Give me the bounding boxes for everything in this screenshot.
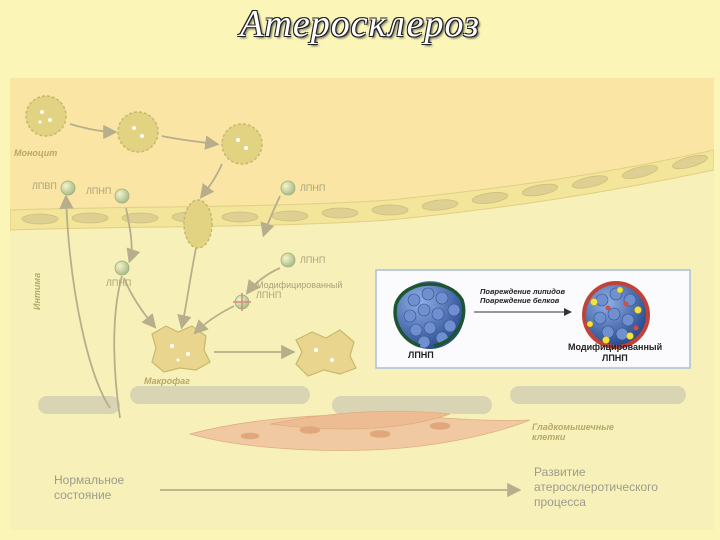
development-line2: атеросклеротического	[534, 480, 658, 494]
elastic-lamina	[38, 386, 686, 414]
intima-label: Интима	[32, 273, 42, 310]
smooth-muscle-label-line1: Гладкомышечные	[532, 422, 614, 432]
lpvp-label: ЛПВП	[32, 181, 57, 191]
monocyte-cell-1	[25, 95, 67, 137]
inset-modified-line2: ЛПНП	[602, 353, 628, 363]
process-arrows	[59, 123, 522, 498]
macrophage-label: Макрофаг	[144, 376, 190, 386]
modified-ldl-label-line1: Модифицированный	[256, 280, 342, 290]
ldl-particle-1	[114, 188, 130, 204]
page-title: Атеросклероз	[240, 3, 480, 45]
monocyte-label: Моноцит	[14, 148, 57, 158]
inset-modified-line1: Модифицированный	[568, 342, 662, 352]
normal-state-label: Нормальное состояние	[54, 473, 128, 502]
monocyte-cell-3	[221, 123, 263, 165]
normal-state-line2: состояние	[54, 488, 112, 502]
lpvp-particle	[60, 180, 76, 196]
ldl-particle-4	[280, 252, 296, 268]
native-ldl-blob	[393, 281, 466, 349]
endothelial-cells	[21, 154, 708, 225]
atherosclerosis-diagram: Моноцит ЛПВП ЛПНП ЛПНП ЛПНП ЛПНП Модифиц…	[10, 78, 714, 530]
modified-ldl-label: Модифицированный ЛПНП	[256, 280, 345, 300]
ldl-particle-2	[280, 180, 296, 196]
endothelium	[10, 149, 714, 231]
ldl-label-3: ЛПНП	[106, 278, 131, 288]
ldl-modification-inset: Повреждение липидов Повреждение белков Л…	[375, 269, 691, 369]
monocyte-transmigrating	[183, 199, 213, 249]
monocyte-cell-2	[117, 111, 159, 153]
ldl-label-1: ЛПНП	[86, 186, 111, 196]
damage-lipids-label: Повреждение липидов	[480, 287, 565, 296]
development-line1: Развитие	[534, 465, 586, 479]
damage-proteins-label: Повреждение белков	[480, 296, 560, 305]
vessel-lumen	[10, 78, 714, 210]
modified-ldl-blob	[582, 281, 650, 349]
development-line3: процесса	[534, 495, 586, 509]
inset-modified-label: Модифицированный ЛПНП	[568, 342, 665, 363]
macrophage-cell-2	[295, 329, 357, 377]
inset-ldl-label: ЛПНП	[408, 350, 434, 360]
ldl-label-4: ЛПНП	[300, 255, 325, 265]
macrophage-cell-1	[151, 325, 211, 373]
normal-state-line1: Нормальное	[54, 473, 124, 487]
modified-ldl-label-line2: ЛПНП	[256, 290, 281, 300]
smooth-muscle-label-line2: клетки	[532, 432, 566, 442]
development-label: Развитие атеросклеротического процесса	[534, 465, 661, 509]
smooth-muscle-cells	[188, 410, 531, 451]
smooth-muscle-label: Гладкомышечные клетки	[532, 422, 616, 442]
ldl-label-2: ЛПНП	[300, 183, 325, 193]
ldl-particle-3	[114, 260, 130, 276]
modified-ldl-particle	[233, 293, 251, 311]
